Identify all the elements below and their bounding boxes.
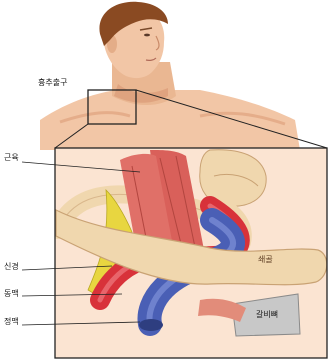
label-vein: 정맥 bbox=[4, 317, 19, 327]
eye bbox=[144, 34, 150, 37]
label-clavicle: 쇄골 bbox=[258, 255, 273, 265]
label-nerve: 신경 bbox=[4, 262, 19, 272]
label-region: 흉추출구 bbox=[38, 78, 67, 88]
label-first-rib: 갈비뼈 bbox=[256, 310, 278, 320]
label-artery: 동맥 bbox=[4, 289, 19, 299]
detail-panel bbox=[55, 148, 327, 358]
vein-end bbox=[139, 319, 163, 331]
label-muscle: 근육 bbox=[4, 153, 19, 163]
